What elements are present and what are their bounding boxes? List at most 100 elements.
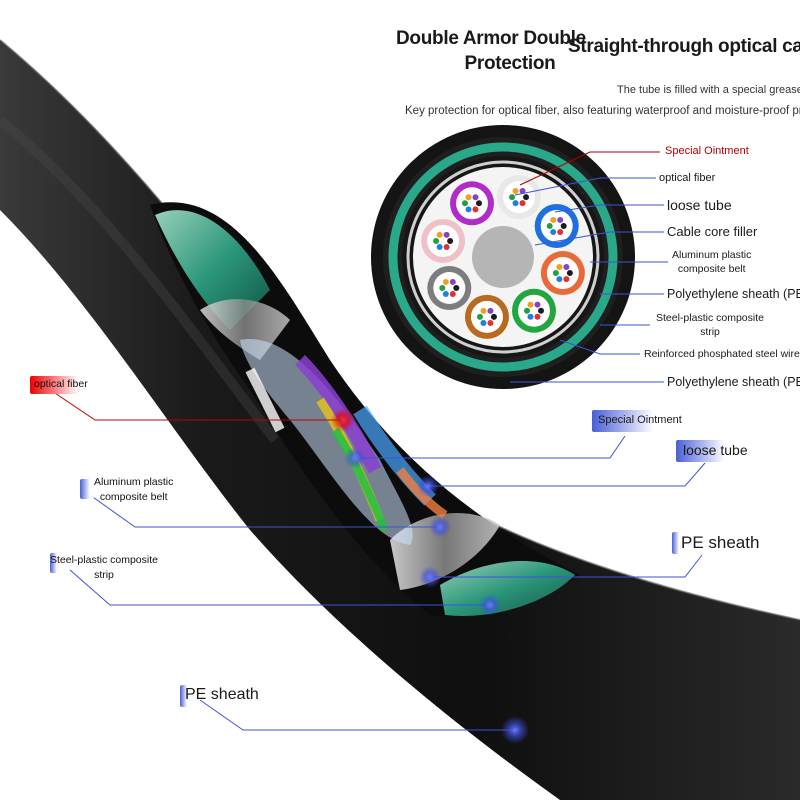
cable-label-pe-sheath-upper: PE sheath [681, 533, 760, 552]
fiber-core [527, 301, 534, 308]
cs-label-loose-tube: loose tube [667, 197, 732, 213]
cable-label-steel-strip-2: strip [94, 569, 114, 581]
cable-label-aluminum-belt-1: Aluminum plastic [94, 476, 174, 488]
fiber-core [436, 231, 443, 238]
cable-label-optical-fiber: optical fiber [34, 378, 88, 390]
fiber-core [449, 291, 456, 298]
fiber-core [447, 237, 454, 244]
fiber-core [550, 216, 557, 223]
cs-label-aluminum-belt: Aluminum plastic composite belt [672, 248, 751, 276]
fiber-core [509, 194, 516, 201]
fiber-core [557, 216, 564, 223]
leader-lines [39, 151, 706, 731]
fiber-core [490, 313, 497, 320]
cable-label-aluminum-belt: Aluminum plastic composite belt [94, 475, 173, 505]
cable-label-steel-strip-1: Steel-plastic composite [50, 554, 158, 566]
fiber-core [465, 206, 472, 213]
cutaway-section [150, 202, 580, 616]
fiber-core [472, 194, 479, 201]
chip-special-ointment [592, 410, 680, 432]
marker-pe-sheath-lower [501, 716, 529, 744]
loose-tube-gel [546, 257, 579, 290]
loose-tube-gel [518, 294, 550, 327]
cs-label-optical-fiber: optical fiber [659, 172, 716, 184]
marker-steel-strip [479, 594, 501, 616]
chip-optical-fiber [30, 376, 100, 394]
green-armor-lower [440, 561, 575, 616]
cs-label-aluminum-belt-2: composite belt [677, 263, 746, 275]
fiber-core [560, 223, 567, 229]
subtitle-line-2: Key protection for optical fiber, also f… [405, 105, 800, 117]
loose-tube-gel [427, 224, 460, 257]
fiber-core [487, 319, 494, 326]
cs-label-steel-strip-1: Steel-plastic composite [656, 312, 764, 324]
fiber-core [465, 194, 472, 201]
fiber-core [519, 188, 526, 195]
cable-label-aluminum-belt-2: composite belt [99, 491, 168, 503]
cs-label-special-ointment: Special Ointment [665, 145, 749, 157]
fiber-core [476, 200, 482, 207]
fiber-core [557, 229, 564, 236]
subtitle-line-1: The tube is filled with a special grease… [617, 84, 800, 96]
fiber-core [566, 270, 573, 277]
cs-label-core-filler: Cable core filler [667, 224, 758, 239]
central-strength-member [472, 226, 534, 288]
cs-label-steel-strip: Steel-plastic composite strip [656, 311, 764, 339]
heading-straight-through: Straight-through optical cable [568, 36, 800, 57]
fiber-core [453, 285, 460, 291]
fiber-core [552, 270, 559, 277]
chip-steel-strip [50, 553, 60, 573]
fiber-core [534, 313, 541, 320]
fiber-core [439, 285, 446, 291]
marker-special-ointment [344, 447, 366, 469]
fiber-core [480, 307, 487, 314]
marker-dots [331, 408, 529, 744]
fiber-core [476, 313, 483, 320]
loose-tube-gel [470, 300, 503, 333]
marker-aluminum-belt [429, 516, 451, 538]
fiber-core [523, 194, 530, 201]
fiber-core [449, 278, 456, 285]
fiber-core [512, 200, 519, 207]
marker-loose-tube [417, 475, 439, 497]
heading-double-armor: Double Armor Double Protection [396, 26, 586, 76]
fiber-core [487, 307, 494, 314]
cs-label-pe-sheath-1: Polyethylene sheath (PE) [667, 287, 800, 301]
cs-label-pe-sheath-2: Polyethylene sheath (PE) [667, 375, 800, 389]
fiber-core [546, 223, 553, 229]
fiber-core [480, 319, 487, 326]
chip-loose-tube [676, 440, 746, 462]
fiber-core [512, 188, 519, 195]
fiber-core [563, 276, 570, 283]
fiber-core [462, 200, 468, 207]
cable-label-loose-tube: loose tube [683, 442, 748, 458]
fiber-core [519, 200, 526, 207]
steel-strip-ring [390, 513, 500, 590]
marker-optical-fiber [331, 408, 355, 432]
fiber-core [524, 307, 530, 314]
chip-pe-sheath-upper [672, 532, 682, 554]
marker-pe-sheath-upper [419, 566, 441, 588]
chip-pe-sheath-lower [180, 685, 190, 707]
loose-tube-gel [540, 210, 573, 242]
fiber-core [556, 276, 563, 283]
cs-label-steel-strip-2: strip [700, 326, 720, 338]
fiber-core [442, 278, 449, 285]
cs-label-steel-wire: Reinforced phosphated steel wire [644, 348, 800, 360]
heading-line-1: Double Armor Double [396, 28, 586, 49]
loose-tube-ring [421, 175, 585, 339]
fiber-core [550, 229, 557, 236]
fiber-core [556, 263, 563, 270]
cable-label-special-ointment: Special Ointment [598, 414, 682, 426]
fiber-core [442, 291, 449, 298]
fiber-core [433, 237, 440, 244]
fiber-core [534, 301, 541, 308]
chip-aluminum-belt [80, 479, 94, 499]
cross-section-diagram [371, 125, 635, 389]
loose-tube-gel [456, 187, 488, 220]
fiber-core [538, 307, 544, 314]
fiber-core [563, 263, 570, 270]
fiber-core [527, 313, 534, 320]
